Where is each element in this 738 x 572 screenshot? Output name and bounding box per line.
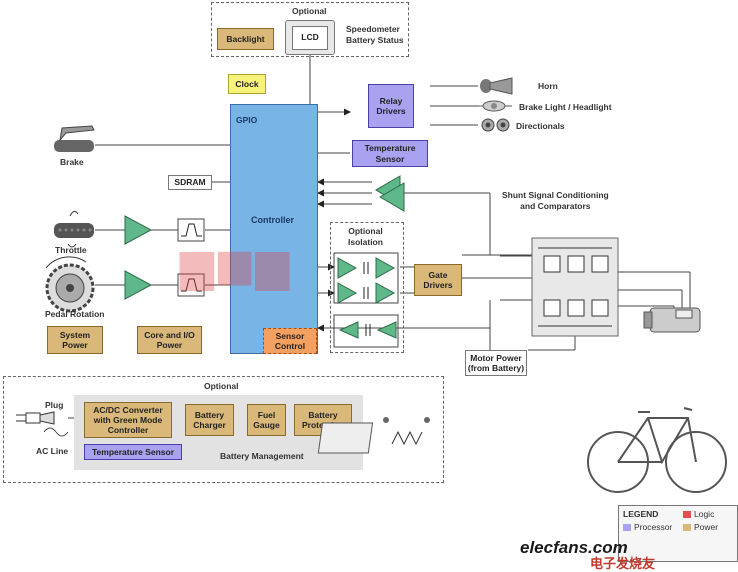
directionals-icon: [481, 118, 510, 132]
watermark-site: elecfans.com: [520, 538, 628, 557]
bottom-optional-region: [3, 376, 444, 483]
legend-power-swatch: [683, 524, 691, 531]
bandpass-filter-icon: [177, 218, 205, 242]
pedal-rotation-icon: [45, 256, 95, 313]
fuel-gauge-block: Fuel Gauge: [247, 404, 286, 436]
plug-label: Plug: [45, 400, 64, 410]
lcd-screen: LCD: [292, 25, 328, 50]
temperature-sensor-bottom-block: Temperature Sensor: [84, 444, 182, 460]
isolation-region: [330, 222, 404, 353]
horn-icon: [480, 77, 513, 95]
sdram-block: SDRAM: [168, 175, 212, 190]
brake-icon: [54, 125, 95, 152]
bicycle-icon: [587, 407, 727, 493]
amplifier-icon: [124, 215, 153, 245]
amplifier-icon: [124, 270, 153, 300]
gpio-label: GPIO: [236, 115, 258, 125]
ac-line-label: AC Line: [36, 446, 69, 456]
gate-drivers-block: Gate Drivers: [414, 264, 462, 296]
controller-label: Controller: [251, 215, 295, 225]
motor-icon: [643, 307, 701, 333]
watermark-cn: 电子发烧友: [590, 556, 656, 571]
h-bridge-icon: [531, 237, 619, 337]
controller-block: GPIO Controller: [230, 104, 318, 354]
motor-power-block: Motor Power (from Battery): [465, 350, 527, 376]
watermark-logo: ▆■▆: [180, 240, 290, 291]
comparator-icon: [375, 175, 405, 212]
clock-block: Clock: [228, 74, 266, 94]
brake-label: Brake: [60, 157, 84, 167]
headlight-icon: [478, 100, 512, 112]
isolation-capacitor-icon: [363, 262, 371, 336]
legend-processor-swatch: [623, 524, 631, 531]
isolator-amplifier-icon: [337, 257, 397, 339]
relay-drivers-block: Relay Drivers: [368, 84, 414, 128]
legend-title: LEGEND: [623, 509, 659, 519]
lcd-block: LCD: [285, 20, 335, 55]
battery-icon: [317, 417, 430, 454]
sensor-control-block: Sensor Control: [263, 328, 317, 354]
directionals-label: Directionals: [516, 121, 565, 131]
battery-charger-block: Battery Charger: [185, 404, 234, 436]
bottom-optional-title: Optional: [204, 381, 239, 391]
shunt-label: Shunt Signal Conditioning and Comparator…: [502, 190, 609, 212]
legend-logic-swatch: [683, 511, 691, 518]
bandpass-filter-icon: [177, 273, 205, 297]
top-optional-title: Optional: [292, 6, 327, 16]
top-optional-region: [211, 2, 409, 57]
plug-icon: [16, 411, 55, 425]
backlight-block: Backlight: [217, 28, 274, 50]
legend-processor-label: Processor: [634, 522, 673, 532]
system-power-block: System Power: [47, 326, 103, 354]
lcd-caption: Speedometer Battery Status: [346, 24, 404, 45]
throttle-label: Throttle: [55, 245, 87, 255]
acdc-converter-block: AC/DC Converter with Green Mode Controll…: [84, 402, 172, 438]
isolation-title: Optional Isolation: [348, 226, 383, 248]
pedal-rotation-label: Pedal Rotation: [45, 309, 105, 319]
legend-power-label: Power: [694, 522, 719, 532]
legend: LEGEND Logic Processor Power: [618, 505, 738, 562]
horn-label: Horn: [538, 81, 558, 91]
battery-management-label: Battery Management: [220, 451, 304, 461]
core-io-power-block: Core and I/O Power: [137, 326, 202, 354]
legend-logic-label: Logic: [694, 509, 715, 519]
brake-light-label: Brake Light / Headlight: [519, 102, 612, 112]
temperature-sensor-block: Temperature Sensor: [352, 140, 428, 167]
throttle-icon: [54, 210, 94, 248]
